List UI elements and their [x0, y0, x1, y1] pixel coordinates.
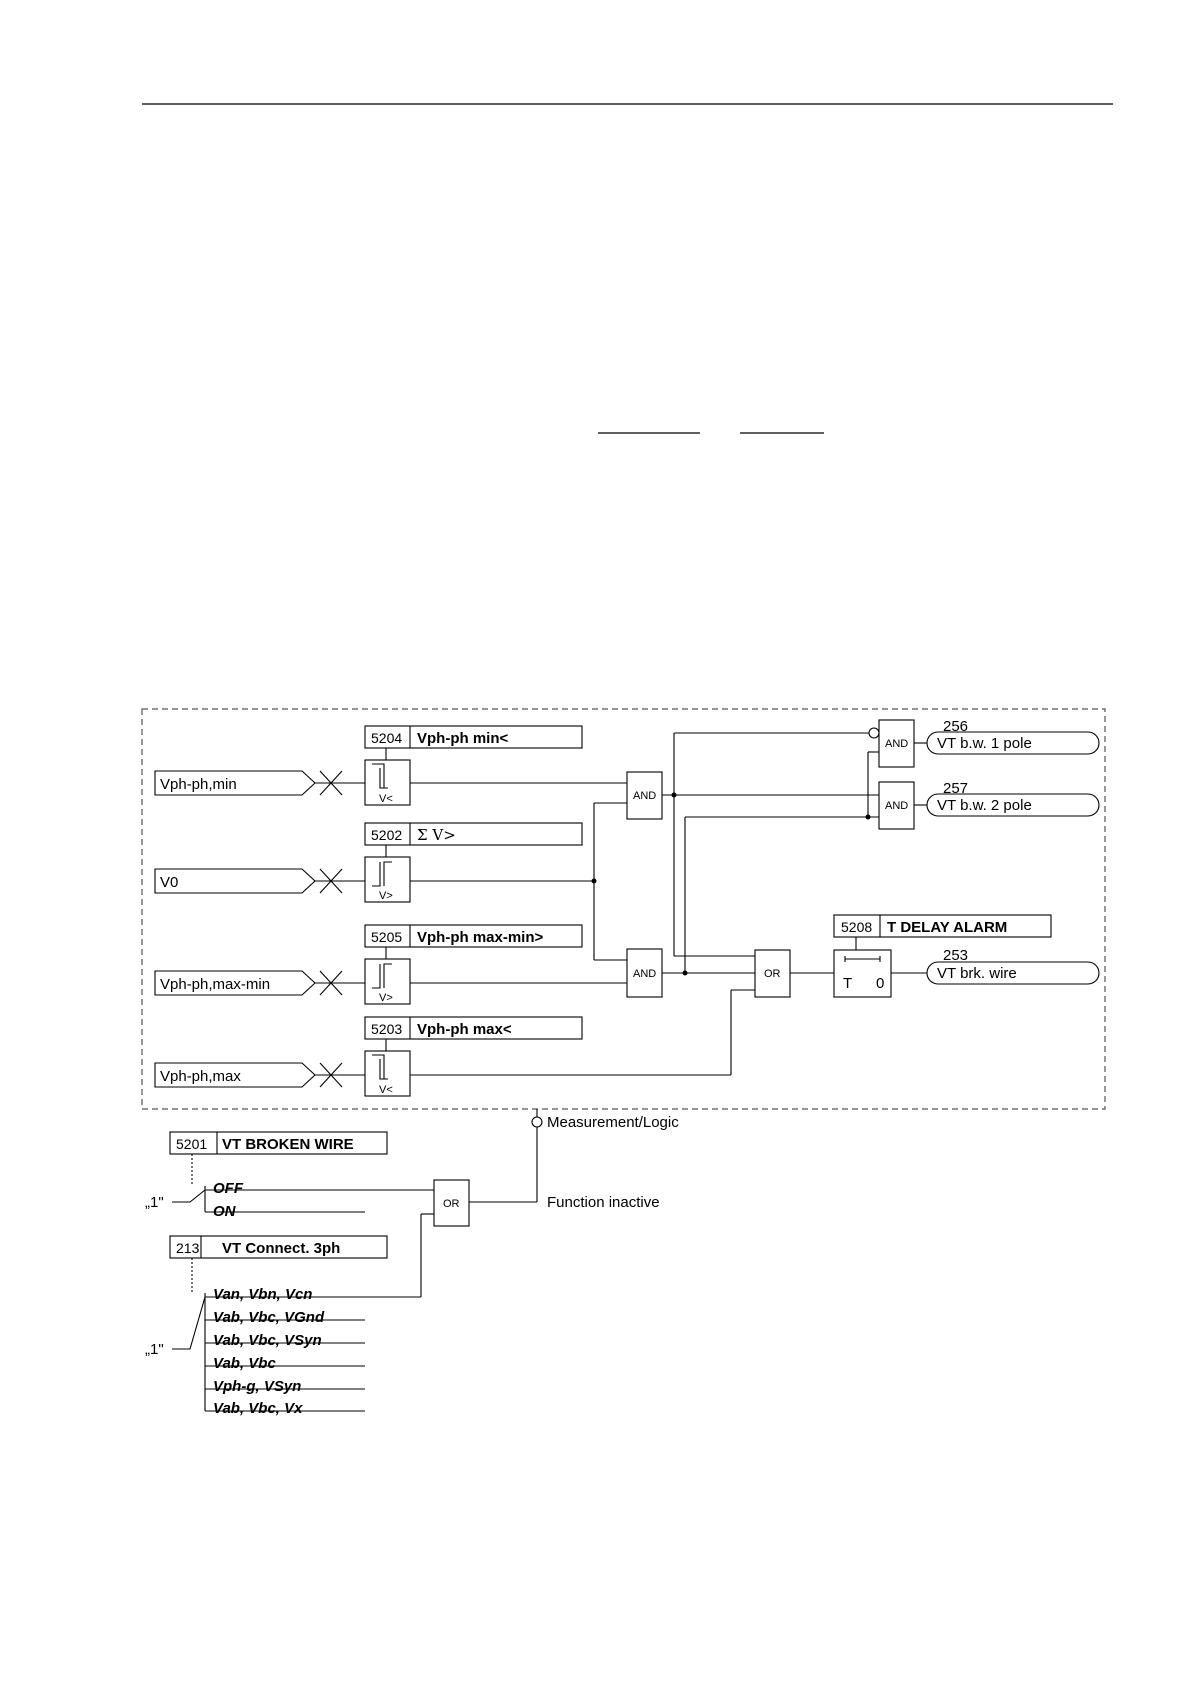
or-gate-main-label: OR — [764, 968, 781, 980]
setting-box-5205 — [364, 924, 583, 948]
connect-option-6: Vab, Vbc, Vx — [213, 1400, 303, 1417]
input-label-vph-max: Vph-ph,max — [160, 1068, 241, 1085]
junction-dot-and257 — [865, 814, 871, 820]
setting-label-5201: VT BROKEN WIRE — [222, 1136, 354, 1153]
setting-label-5203: Vph-ph max< — [417, 1021, 512, 1038]
comparator-undervoltage-symbol-2 — [372, 1054, 388, 1080]
output-label-253: VT brk. wire — [937, 965, 1017, 982]
negation-circle — [868, 727, 880, 739]
setting-box-5201 — [169, 1131, 388, 1155]
output-257 — [926, 793, 1100, 817]
comparator-label-2: V> — [379, 890, 393, 902]
or-gate-inactive — [433, 1179, 470, 1227]
timer-delay-symbol — [844, 956, 881, 962]
setting-label-5202: Σ V> — [417, 826, 456, 844]
setting-label-213: VT Connect. 3ph — [222, 1240, 340, 1257]
connect-option-1: Van, Vbn, Vcn — [213, 1286, 312, 1303]
measurement-logic-boundary — [141, 708, 1106, 1110]
input-arrow-vph-min — [154, 770, 316, 796]
output-label-256: VT b.w. 1 pole — [937, 735, 1032, 752]
input-arrow-v0 — [154, 868, 316, 894]
input-label-vph-max-min: Vph-ph,max-min — [160, 976, 270, 993]
and-gate-2-label: AND — [633, 968, 656, 980]
setting-addr-5203: 5203 — [371, 1021, 402, 1037]
setting-box-213 — [169, 1235, 388, 1259]
comparator-v0 — [364, 856, 411, 903]
switch-option-off: OFF — [213, 1180, 244, 1197]
and-gate-1-label: AND — [633, 790, 656, 802]
comparator-label-1: V< — [379, 793, 393, 805]
setting-box-5202 — [364, 822, 583, 846]
connect-option-3: Vab, Vbc, VSyn — [213, 1332, 322, 1349]
comparator-label-3: V> — [379, 992, 393, 1004]
setting-addr-5208: 5208 — [841, 919, 872, 935]
setting-addr-5202: 5202 — [371, 827, 402, 843]
comparator-vph-max-min — [364, 958, 411, 1005]
output-256 — [926, 731, 1100, 755]
and-gate-257-label: AND — [885, 800, 908, 812]
setting-label-5205: Vph-ph max-min> — [417, 929, 544, 946]
constant-one-label-2: „1" — [145, 1341, 164, 1358]
comparator-label-4: V< — [379, 1084, 393, 1096]
output-num-256: 256 — [943, 718, 968, 735]
input-arrow-vph-max-min — [154, 970, 316, 996]
timer-zero-label: 0 — [876, 975, 884, 992]
input-label-vph-min: Vph-ph,min — [160, 776, 237, 793]
connect-option-2: Vab, Vbc, VGnd — [213, 1309, 325, 1326]
connect-option-5: Vph-g, VSyn — [213, 1378, 301, 1395]
setting-addr-5204: 5204 — [371, 730, 402, 746]
function-inactive-label: Function inactive — [547, 1194, 660, 1211]
comparator-undervoltage-symbol-1 — [372, 763, 388, 789]
setting-box-5203 — [364, 1016, 583, 1040]
junction-dot-and1 — [671, 792, 677, 798]
setting-box-5204 — [364, 725, 583, 749]
junction-dot-v0 — [591, 878, 597, 884]
setting-label-5208: T DELAY ALARM — [887, 919, 1007, 936]
setting-box-5208 — [833, 914, 1052, 938]
setting-addr-5201: 5201 — [176, 1136, 207, 1152]
setting-addr-5205: 5205 — [371, 929, 402, 945]
setting-label-5204: Vph-ph min< — [417, 730, 508, 747]
comparator-overvoltage-symbol-2 — [372, 963, 392, 989]
output-num-257: 257 — [943, 780, 968, 797]
constant-one-label-1: „1" — [145, 1194, 164, 1211]
input-label-v0: V0 — [160, 874, 178, 891]
comparator-vph-max — [364, 1050, 411, 1097]
input-arrow-vph-max — [154, 1062, 316, 1088]
timer-t-label: T — [843, 975, 852, 992]
comparator-overvoltage-symbol-1 — [372, 861, 392, 887]
switch-option-on: ON — [213, 1203, 237, 1220]
connect-option-4: Vab, Vbc — [213, 1355, 276, 1372]
junction-dot-and2 — [682, 970, 688, 976]
output-num-253: 253 — [943, 947, 968, 964]
and-gate-256-label: AND — [885, 738, 908, 750]
or-gate-inactive-label: OR — [443, 1198, 460, 1210]
measurement-logic-label: Measurement/Logic — [547, 1114, 679, 1131]
output-253 — [926, 961, 1100, 985]
measurement-logic-negation — [531, 1116, 543, 1128]
output-label-257: VT b.w. 2 pole — [937, 797, 1032, 814]
setting-addr-213: 213 — [176, 1240, 200, 1256]
